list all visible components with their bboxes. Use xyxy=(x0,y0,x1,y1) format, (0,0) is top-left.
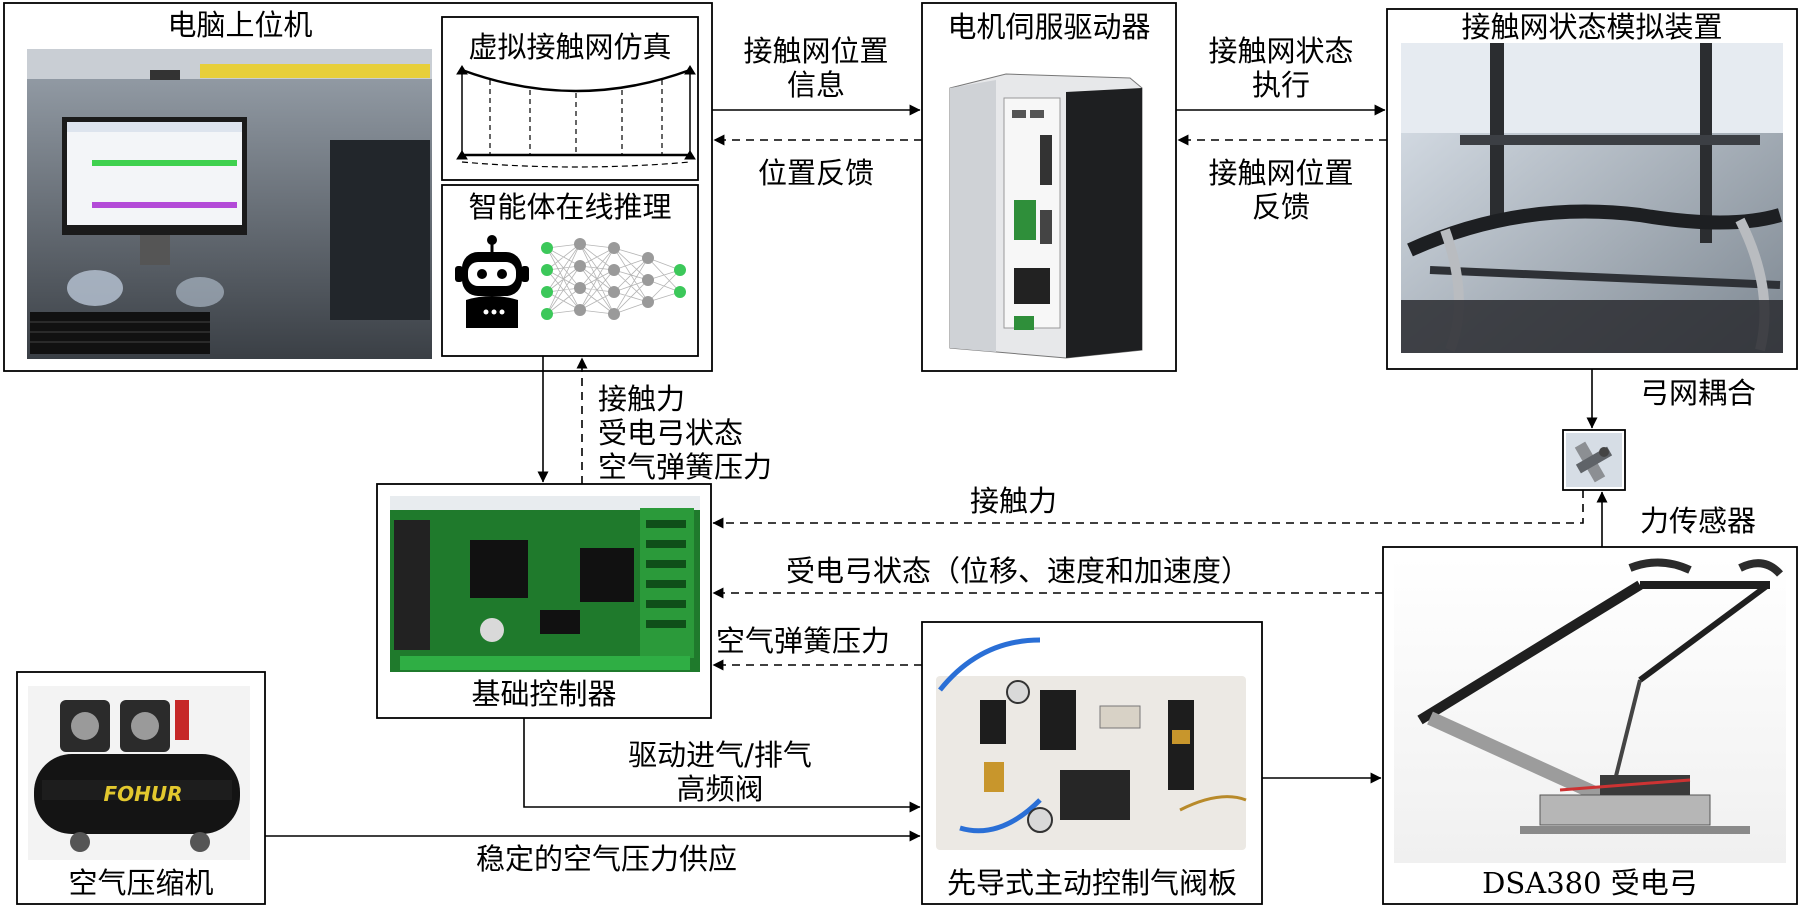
base-controller-block xyxy=(376,483,712,719)
label-position-info-2: 信息 xyxy=(786,68,845,102)
robot-icon xyxy=(455,235,529,328)
label-position-feedback: 位置反馈 xyxy=(757,156,874,190)
pc-block xyxy=(3,2,713,372)
agent-inference-title: 智能体在线推理 xyxy=(468,190,672,224)
valve-board-title: 先导式主动控制气阀板 xyxy=(946,866,1237,900)
air-compressor-title: 空气压缩机 xyxy=(68,866,214,900)
label-position-info-1: 接触网位置 xyxy=(743,34,889,68)
servo-driver-title: 电机伺服驱动器 xyxy=(947,10,1151,44)
label-upstream-air-spring: 空气弹簧压力 xyxy=(598,450,773,484)
catenary-device-title: 接触网状态模拟装置 xyxy=(1461,10,1723,44)
valve-board-photo xyxy=(936,637,1247,850)
air-compressor-photo xyxy=(28,686,250,860)
base-controller-title: 基础控制器 xyxy=(471,677,617,711)
force-sensor-icon xyxy=(1566,433,1622,487)
neural-network-icon xyxy=(541,238,686,320)
catenary-device-photo xyxy=(1401,43,1783,353)
label-stable-air-supply: 稳定的空气压力供应 xyxy=(476,842,738,876)
label-catenary-pos-feedback-2: 反馈 xyxy=(1251,190,1310,224)
arrow-contact-force xyxy=(712,490,1584,529)
label-state-exec-2: 执行 xyxy=(1251,68,1310,102)
pc-title: 电脑上位机 xyxy=(167,8,313,42)
arrow-drive-valve xyxy=(523,718,921,813)
pantograph-block xyxy=(1382,546,1798,905)
compressor-brand: FOHUR xyxy=(103,782,183,806)
catenary-sim-icon xyxy=(456,65,696,168)
label-bow-net-coupling: 弓网耦合 xyxy=(1640,376,1757,410)
label-drive-valve-1: 驱动进气/排气 xyxy=(628,738,812,772)
label-air-spring-pressure: 空气弹簧压力 xyxy=(716,624,891,658)
pc-photo xyxy=(27,49,432,359)
pantograph-photo xyxy=(1394,557,1786,863)
label-pantograph-state: 受电弓状态（位移、速度和加速度） xyxy=(786,554,1251,588)
servo-driver-photo xyxy=(949,73,1143,359)
label-force-sensor: 力传感器 xyxy=(1640,504,1757,538)
virtual-sim-subbox xyxy=(441,16,699,181)
label-contact-force: 接触力 xyxy=(970,484,1058,518)
servo-driver-block xyxy=(921,2,1177,372)
air-compressor-block xyxy=(16,671,266,905)
agent-inference-subbox xyxy=(441,184,699,357)
label-drive-valve-2: 高频阀 xyxy=(676,772,764,806)
pantograph-title: DSA380 受电弓 xyxy=(1482,866,1698,900)
label-upstream-pantograph-state: 受电弓状态 xyxy=(598,416,744,450)
label-catenary-pos-feedback-1: 接触网位置 xyxy=(1208,156,1354,190)
label-state-exec-1: 接触网状态 xyxy=(1208,34,1354,68)
label-upstream-contact-force: 接触力 xyxy=(598,382,686,416)
base-controller-photo xyxy=(390,496,700,672)
virtual-sim-title: 虚拟接触网仿真 xyxy=(468,30,672,64)
force-sensor-block xyxy=(1562,429,1626,491)
valve-board-block xyxy=(921,621,1263,905)
